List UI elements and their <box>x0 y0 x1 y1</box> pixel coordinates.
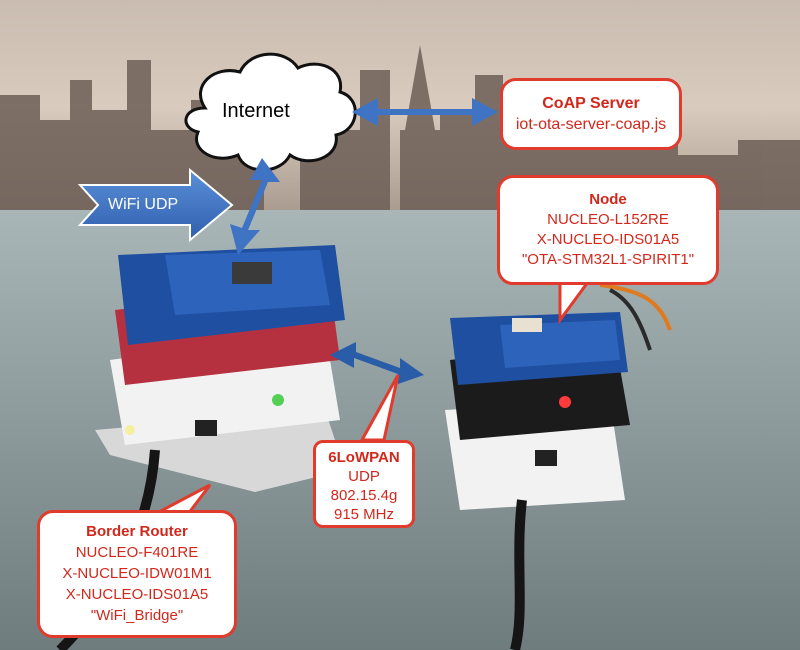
node-mcu-board: NUCLEO-L152RE <box>547 211 669 228</box>
link-callout: 6LoWPAN UDP 802.15.4g 915 MHz <box>313 440 415 528</box>
internet-cloud <box>184 52 357 172</box>
border-router-radio-board: X-NUCLEO-IDS01A5 <box>65 586 209 603</box>
coap-server-callout: CoAP Server iot-ota-server-coap.js <box>500 78 682 150</box>
wifi-arrow-shape <box>77 167 234 243</box>
border-router-firmware: "WiFi_Bridge" <box>90 607 184 624</box>
coap-server-script: iot-ota-server-coap.js <box>515 116 667 133</box>
link-transport: UDP <box>348 468 380 485</box>
border-router-mcu-board: NUCLEO-F401RE <box>75 544 199 561</box>
node-radio-board: X-NUCLEO-IDS01A5 <box>536 231 680 248</box>
border-router-wifi-board: X-NUCLEO-IDW01M1 <box>62 565 212 582</box>
radio-link-arrow <box>330 342 424 384</box>
coap-link-arrow <box>352 98 498 126</box>
coap-server-title: CoAP Server <box>542 95 640 112</box>
border-router-board <box>95 245 345 492</box>
link-frequency: 915 MHz <box>333 506 395 523</box>
wifi-link-arrow <box>230 158 280 255</box>
link-standard: 802.15.4g <box>330 487 398 504</box>
link-title: 6LoWPAN <box>328 449 400 466</box>
node-board <box>445 283 672 510</box>
node-title: Node <box>589 191 627 208</box>
wifi-udp-label: WiFi UDP <box>108 196 179 213</box>
node-cable <box>510 499 527 650</box>
border-router-callout: Border Router NUCLEO-F401RE X-NUCLEO-IDW… <box>37 510 237 638</box>
border-router-title: Border Router <box>86 523 188 540</box>
node-callout: Node NUCLEO-L152RE X-NUCLEO-IDS01A5 "OTA… <box>497 175 719 285</box>
node-firmware: "OTA-STM32L1-SPIRIT1" <box>521 251 695 268</box>
internet-label: Internet <box>222 100 290 122</box>
